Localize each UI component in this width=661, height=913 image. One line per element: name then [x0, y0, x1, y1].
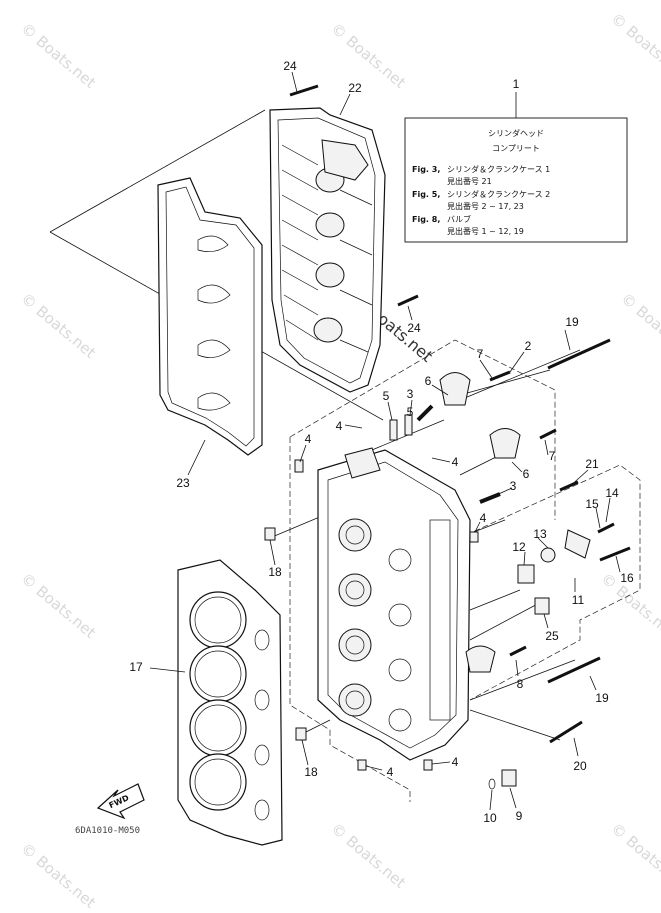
part-number: 23 — [176, 476, 190, 490]
callout-ref-sub: 見出番号 2 ~ 17, 23 — [447, 201, 524, 211]
part-number: 3 — [510, 479, 517, 493]
watermark: © Boats.net — [17, 569, 99, 642]
part-number: 3 — [407, 387, 414, 401]
part-number: 5 — [383, 389, 390, 403]
part-number: 24 — [283, 59, 297, 73]
part-number: 19 — [565, 315, 579, 329]
part-number: 4 — [480, 511, 487, 525]
part-number: 11 — [572, 593, 585, 607]
watermark: © Boats.net — [607, 9, 661, 82]
part-number: 14 — [605, 486, 619, 500]
part-23-gasket — [157, 177, 263, 456]
part-number: 20 — [573, 759, 587, 773]
part-number: 21 — [585, 457, 599, 471]
part-number: 2 — [525, 339, 532, 353]
part-number: 7 — [477, 347, 484, 361]
callout-fig: Fig. 3, — [412, 165, 440, 174]
part-number-labels: 1 2 3 3 4 4 4 4 4 4 5 5 6 6 7 7 8 9 10 1… — [129, 59, 634, 825]
part-number: 1 — [513, 77, 520, 91]
callout-ref-text: シリンダ＆クランクケース 1 — [447, 164, 550, 174]
fwd-arrow: FWD — [96, 783, 145, 820]
part-number: 17 — [129, 660, 143, 674]
part-number: 4 — [305, 432, 312, 446]
callout-fig: Fig. 5, — [412, 190, 440, 199]
part-number: 18 — [268, 565, 282, 579]
watermark: © Boats.net — [17, 19, 99, 92]
callout-ref-sub: 見出番号 21 — [447, 176, 492, 186]
part-number: 13 — [533, 527, 547, 541]
callout-ref-text: バルブ — [447, 214, 471, 224]
watermark: © Boats.net — [607, 819, 661, 892]
part-number: 25 — [545, 629, 559, 643]
part-number: 9 — [516, 809, 523, 823]
part-number: 6 — [523, 467, 530, 481]
callout-ref-text: シリンダ＆クランクケース 2 — [447, 189, 550, 199]
callout-title: シリンダヘッド — [488, 128, 544, 138]
part-22-head-cover — [269, 107, 386, 393]
part-number: 19 — [595, 691, 609, 705]
drawing-code: 6DA1010-M050 — [75, 826, 140, 836]
short-leaders — [149, 71, 621, 811]
part-number: 18 — [304, 765, 318, 779]
callout-fig: Fig. 8, — [412, 215, 440, 224]
part-number: 4 — [336, 419, 343, 433]
part-number: 5 — [407, 405, 414, 419]
part-number: 16 — [620, 571, 634, 585]
callout-ref-sub: 見出番号 1 ~ 12, 19 — [447, 226, 524, 236]
callout-subtitle: コンプリート — [492, 144, 540, 153]
watermark: © Boats.net — [617, 289, 661, 362]
watermark: © Boats.net — [327, 19, 409, 92]
part-number: 10 — [483, 811, 497, 825]
callout-box: シリンダヘッド コンプリート Fig. 3, シリンダ＆クランクケース 1 見出… — [404, 117, 628, 243]
part-number: 24 — [407, 321, 421, 335]
part-number: 8 — [517, 677, 524, 691]
part-number: 4 — [452, 455, 459, 469]
part-number: 12 — [512, 540, 526, 554]
watermark: © Boats.net — [17, 839, 99, 912]
part-number: 15 — [585, 497, 599, 511]
part-17-head-gasket — [177, 559, 283, 846]
cylinder-head — [317, 447, 471, 761]
part-number: 6 — [425, 374, 432, 388]
watermark: © Boats.net — [327, 819, 409, 892]
watermark: © Boats.net — [17, 289, 99, 362]
part-number: 7 — [549, 449, 556, 463]
part-number: 4 — [387, 765, 394, 779]
hardware — [264, 84, 631, 790]
part-number: 22 — [348, 81, 362, 95]
part-number: 4 — [452, 755, 459, 769]
